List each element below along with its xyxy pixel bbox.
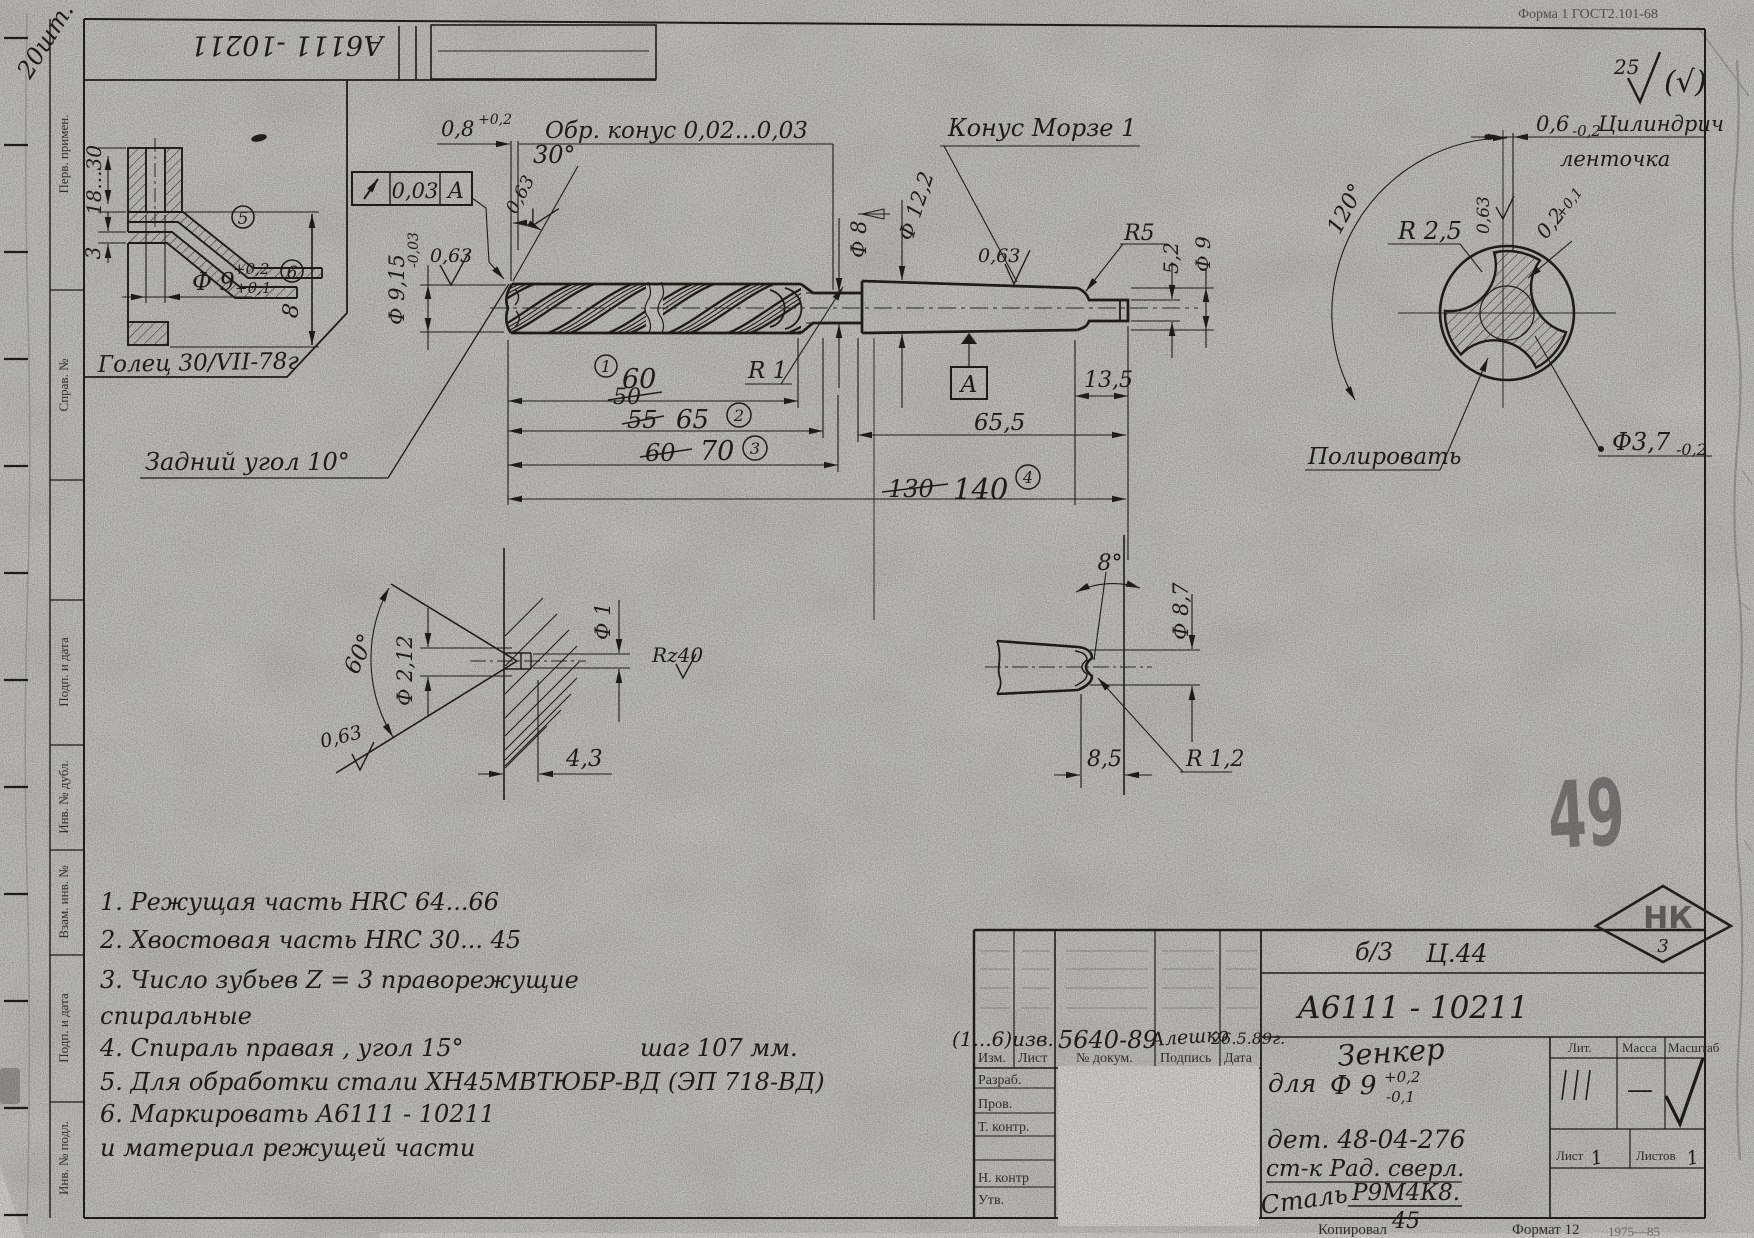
paper-grain <box>0 0 1754 1238</box>
